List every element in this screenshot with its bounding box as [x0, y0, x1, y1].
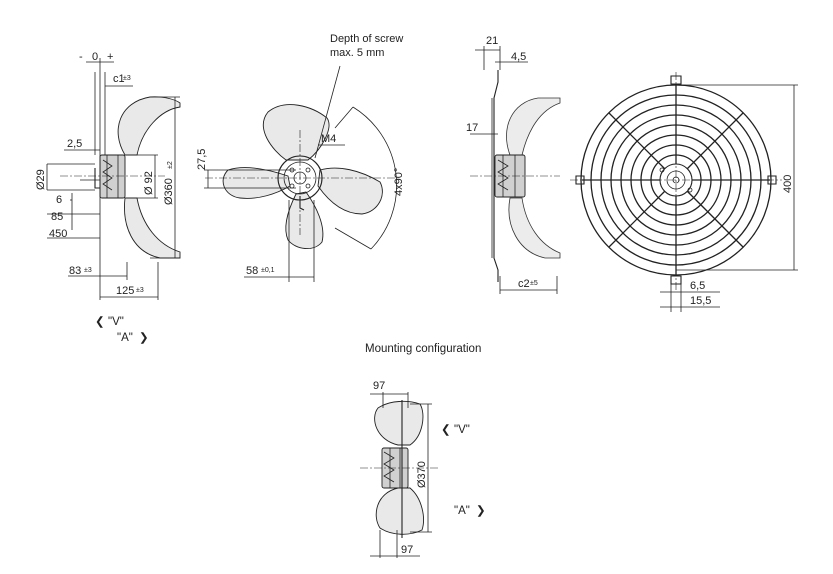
dim-83-tol: ±3 — [84, 267, 92, 274]
screw-note-line-1: Depth of screw — [330, 33, 403, 45]
dim-58-tol: ±0,1 — [261, 267, 275, 274]
mounting-dim-97-bottom: 97 — [401, 544, 413, 556]
direction-v-label: "V" — [108, 316, 124, 328]
dim-c1: c1 — [113, 73, 125, 85]
guard-side-view — [470, 46, 561, 294]
mounting-title: Mounting configuration — [365, 343, 481, 355]
dim-85: 85 — [51, 211, 63, 223]
fan-side-view — [46, 58, 181, 300]
dim-360-tol: ±2 — [167, 161, 174, 169]
dim-6-5: 6,5 — [690, 280, 705, 292]
dim-c2: c2 — [518, 278, 530, 290]
dim-6: 6 — [56, 194, 62, 206]
tolerance-minus: - — [79, 51, 83, 63]
dim-m4: M4 — [321, 133, 336, 145]
direction-a-chevron: ❯ — [139, 331, 149, 344]
dim-27-5: 27,5 — [196, 149, 208, 170]
direction-a-label: "A" — [117, 332, 133, 344]
guard-front-view — [570, 72, 798, 312]
dim-c2-tol: ±5 — [530, 280, 538, 287]
dim-125-tol: ±3 — [136, 287, 144, 294]
mounting-dim-97-top: 97 — [373, 380, 385, 392]
dim-angle-4x90: 4x90° — [393, 168, 405, 196]
dim-29-dia: Ø29 — [35, 169, 47, 190]
dim-21: 21 — [486, 35, 498, 47]
mounting-a-chevron: ❯ — [476, 504, 486, 517]
dim-92-dia: Ø 92 — [143, 171, 155, 195]
dim-2-5: 2,5 — [67, 138, 82, 150]
mounting-a-label: "A" — [454, 505, 470, 517]
mounting-v-chevron: ❮ — [441, 423, 451, 436]
dim-17: 17 — [466, 122, 478, 134]
dim-83: 83 — [69, 265, 81, 277]
fan-front-view — [204, 65, 398, 282]
mounting-side-view — [360, 392, 440, 558]
tolerance-plus: + — [107, 51, 113, 63]
screw-note-line-2: max. 5 mm — [330, 47, 384, 59]
dim-15-5: 15,5 — [690, 295, 711, 307]
mounting-dim-370-dia: Ø370 — [416, 461, 428, 488]
dim-360-dia: Ø360 — [163, 178, 175, 205]
dim-450: 450 — [49, 228, 67, 240]
dim-c1-tol: ±3 — [123, 75, 131, 82]
mounting-v-label: "V" — [454, 424, 470, 436]
dim-4-5: 4,5 — [511, 51, 526, 63]
dim-58: 58 — [246, 265, 258, 277]
dim-400: 400 — [782, 175, 794, 193]
tolerance-zero: 0 — [92, 51, 98, 63]
dim-125: 125 — [116, 285, 134, 297]
direction-v-chevron: ❮ — [95, 315, 105, 328]
